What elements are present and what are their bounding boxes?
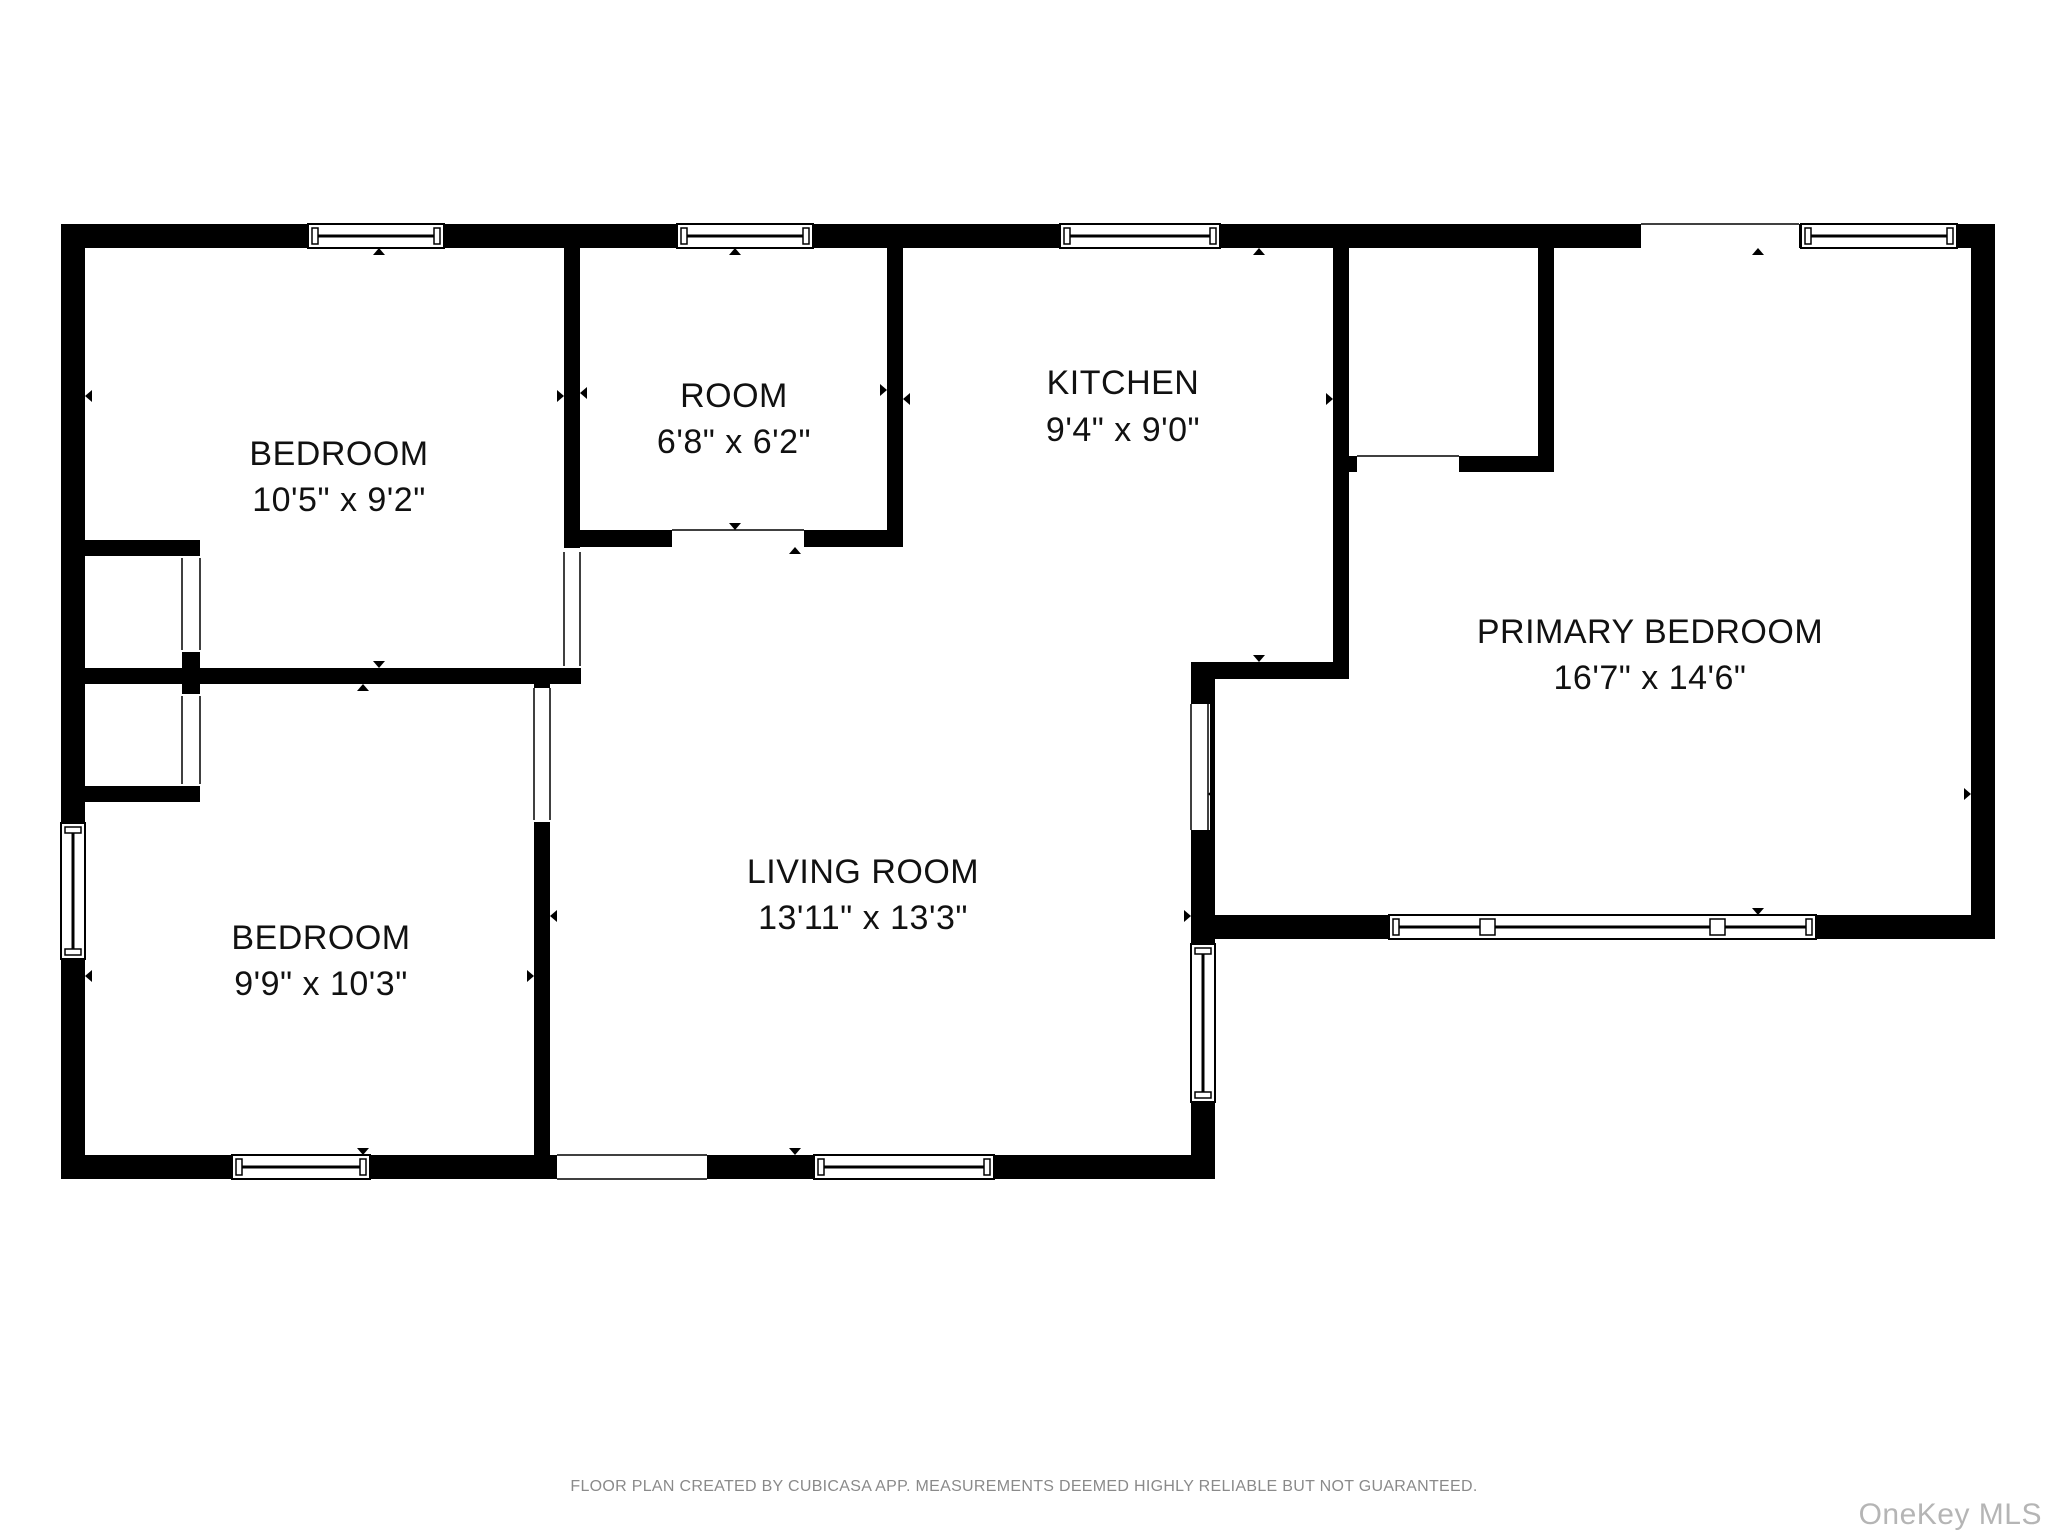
window-icon xyxy=(60,822,86,960)
room-name-kitchen: KITCHEN xyxy=(1047,364,1200,402)
wall-notch-left xyxy=(1191,662,1208,704)
wall-closet-mid xyxy=(182,652,200,694)
room-name-room: ROOM xyxy=(680,377,788,415)
wall-bedroom-separator xyxy=(61,668,581,684)
wall-bedroom-upper-right xyxy=(564,224,580,548)
marker-down-icon xyxy=(357,1148,369,1155)
window-icon xyxy=(676,223,814,249)
marker-right-icon xyxy=(1184,910,1191,922)
window-icon xyxy=(1388,914,1817,940)
window-icon xyxy=(1800,223,1958,249)
opening-edges xyxy=(181,223,1799,1180)
marker-left-icon xyxy=(903,393,910,405)
marker-right-icon xyxy=(1964,788,1971,800)
wall-bedroom-lower-right-stub xyxy=(534,668,550,688)
window-icon xyxy=(307,223,445,249)
room-dims-primary-bedroom: 16'7" x 14'6" xyxy=(1554,659,1747,697)
marker-down-icon xyxy=(729,523,741,530)
wall-kitchen-closet-right xyxy=(1538,224,1554,472)
opening-bedroom-lower xyxy=(532,688,552,820)
windows xyxy=(60,223,1958,1180)
room-dims-bedroom-upper: 10'5" x 9'2" xyxy=(252,481,426,519)
opening-closet-upper xyxy=(180,558,202,650)
wall-kitchen-closet-bottom-right xyxy=(1459,456,1554,472)
marker-right-icon xyxy=(880,384,887,396)
marker-down-icon xyxy=(373,661,385,668)
room-name-primary-bedroom: PRIMARY BEDROOM xyxy=(1477,613,1823,651)
opening-primary-left xyxy=(1189,704,1210,830)
marker-left-icon xyxy=(550,910,557,922)
wall-room-bottom-right xyxy=(804,530,903,547)
marker-down-icon xyxy=(1752,908,1764,915)
measurement-markers xyxy=(85,248,1971,1155)
disclaimer-text: FLOOR PLAN CREATED BY CUBICASA APP. MEAS… xyxy=(570,1478,1478,1495)
marker-left-icon xyxy=(580,387,587,399)
wall-left xyxy=(61,224,85,1179)
wall-right xyxy=(1971,224,1995,939)
wall-room-right xyxy=(887,224,903,547)
opening-kitchen-closet xyxy=(1357,454,1459,474)
wall-kitchen-closet-bottom-left xyxy=(1333,456,1357,472)
marker-left-icon xyxy=(85,390,92,402)
window-icon xyxy=(1059,223,1221,249)
wall-notch-top xyxy=(1191,662,1349,679)
marker-left-icon xyxy=(1208,788,1215,800)
opening-closet-lower xyxy=(180,696,202,784)
marker-up-icon xyxy=(1253,248,1265,255)
room-dims-room: 6'8" x 6'2" xyxy=(657,423,811,461)
marker-down-icon xyxy=(789,1148,801,1155)
marker-right-icon xyxy=(527,970,534,982)
opening-bedroom-upper xyxy=(562,552,582,666)
room-dims-bedroom-lower: 9'9" x 10'3" xyxy=(234,965,408,1003)
opening-room-bottom xyxy=(672,528,804,549)
wall-kitchen-right xyxy=(1333,224,1349,679)
wall-bedroom-lower-right xyxy=(534,822,550,1179)
marker-down-icon xyxy=(1253,655,1265,662)
marker-up-icon xyxy=(373,248,385,255)
marker-up-icon xyxy=(789,547,801,554)
window-icon xyxy=(231,1154,371,1180)
watermark-logo: OneKey MLS xyxy=(1858,1498,2042,1531)
room-dims-kitchen: 9'4" x 9'0" xyxy=(1046,411,1200,449)
room-name-bedroom-lower: BEDROOM xyxy=(231,919,410,957)
wall-room-bottom-left xyxy=(564,530,672,547)
marker-up-icon xyxy=(1752,248,1764,255)
opening-living-bottom xyxy=(557,1153,707,1181)
room-name-living-room: LIVING ROOM xyxy=(747,853,979,891)
room-name-bedroom-upper: BEDROOM xyxy=(249,435,428,473)
openings xyxy=(180,222,1799,1181)
marker-up-icon xyxy=(729,248,741,255)
marker-left-icon xyxy=(85,970,92,982)
room-labels: BEDROOM 10'5" x 9'2" ROOM 6'8" x 6'2" KI… xyxy=(231,364,1823,1003)
marker-right-icon xyxy=(557,390,564,402)
room-dims-living-room: 13'11" x 13'3" xyxy=(758,899,968,937)
window-icon xyxy=(813,1154,995,1180)
window-icon xyxy=(1190,943,1216,1103)
marker-right-icon xyxy=(1326,393,1333,405)
walls xyxy=(61,224,1995,1179)
wall-closet-bottom xyxy=(61,786,200,802)
wall-closet-top xyxy=(61,540,200,556)
marker-up-icon xyxy=(357,684,369,691)
opening-primary-top xyxy=(1641,222,1799,250)
